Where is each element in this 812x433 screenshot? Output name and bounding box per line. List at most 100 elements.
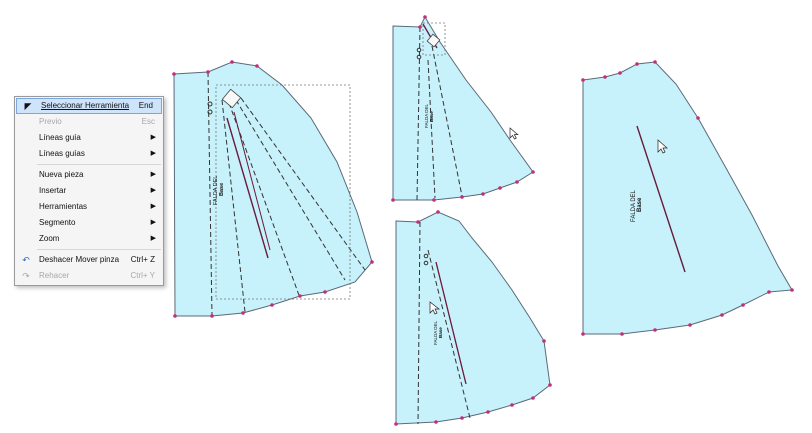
menu-item-insertar[interactable]: Insertar ▶ (15, 183, 163, 199)
menu-item-nueva-pieza[interactable]: Nueva pieza ▶ (15, 167, 163, 183)
undo-arrow-icon: ↶ (22, 255, 30, 265)
vertex-point[interactable] (486, 410, 490, 414)
menu-item-rehacer[interactable]: ↷ Rehacer Ctrl+ Y (15, 268, 163, 284)
skirt-piece-main[interactable]: FALDA DEL Base (172, 60, 374, 318)
vertex-point[interactable] (434, 420, 438, 424)
pivot-marker[interactable] (207, 109, 213, 115)
vertex-point[interactable] (173, 314, 177, 318)
pivot-marker[interactable] (416, 54, 422, 60)
piece-label: FALDA DEL (213, 176, 219, 205)
menu-item-shortcut: Ctrl+ Y (130, 271, 155, 280)
vertex-point[interactable] (688, 323, 692, 327)
vertex-point[interactable] (635, 62, 639, 66)
menu-item-seleccionar-herramienta[interactable]: ◤ Seleccionar Herramienta End (16, 98, 162, 114)
menu-item-herramientas[interactable]: Herramientas ▶ (15, 199, 163, 215)
pivot-marker[interactable] (207, 101, 213, 107)
menu-item-zoom[interactable]: Zoom ▶ (15, 231, 163, 247)
dart-line[interactable] (233, 111, 271, 251)
vertex-point[interactable] (416, 220, 420, 224)
vertex-point[interactable] (581, 78, 585, 82)
vertex-point[interactable] (436, 210, 440, 214)
dart-line[interactable] (435, 261, 467, 385)
mouse-cursor-icon (509, 127, 519, 140)
vertex-point[interactable] (210, 314, 214, 318)
vertex-point[interactable] (370, 260, 374, 264)
menu-item-lineas-guia[interactable]: Líneas guía ▶ (15, 130, 163, 146)
vertex-point[interactable] (767, 290, 771, 294)
menu-item-deshacer[interactable]: ↶ Deshacer Mover pinza Ctrl+ Z (15, 252, 163, 268)
vertex-point[interactable] (498, 186, 502, 190)
menu-item-label: Líneas guía (39, 133, 81, 142)
menu-item-label: Seleccionar Herramienta (41, 101, 130, 110)
piece-outline[interactable] (392, 15, 534, 201)
skirt-piece-upper[interactable]: FALDA DEL Base (391, 15, 535, 202)
vertex-point[interactable] (206, 70, 210, 74)
menu-item-label: Herramientas (39, 202, 88, 211)
menu-separator (37, 164, 161, 165)
selection-box (422, 22, 446, 56)
vertex-point[interactable] (542, 339, 546, 343)
vertex-point[interactable] (460, 195, 464, 199)
guide-line (427, 249, 471, 419)
vertex-point[interactable] (510, 403, 514, 407)
vertex-point[interactable] (515, 180, 519, 184)
vertex-point[interactable] (548, 383, 552, 387)
vertex-point[interactable] (255, 64, 259, 68)
menu-item-lineas-guias[interactable]: Líneas guías ▶ (15, 146, 163, 162)
vertex-point[interactable] (481, 192, 485, 196)
vertex-point[interactable] (432, 198, 436, 202)
menu-item-previo[interactable]: Previo Esc (15, 114, 163, 130)
vertex-point[interactable] (531, 170, 535, 174)
piece-outline[interactable] (173, 61, 373, 317)
submenu-arrow-icon: ▶ (150, 235, 156, 242)
menu-item-label: Previo (39, 117, 62, 126)
vertex-point[interactable] (241, 311, 245, 315)
vertex-point[interactable] (298, 294, 302, 298)
vertex-point[interactable] (653, 60, 657, 64)
guide-line (221, 99, 246, 313)
piece-sublabel: Base (637, 197, 643, 212)
menu-item-label: Insertar (39, 186, 67, 195)
piece-outline[interactable] (582, 61, 793, 335)
piece-sublabel: Base (438, 327, 443, 338)
vertex-point[interactable] (423, 15, 427, 19)
vertex-point[interactable] (720, 313, 724, 317)
rotate-handle[interactable] (426, 33, 441, 48)
vertex-point[interactable] (418, 25, 422, 29)
submenu-arrow-icon: ▶ (150, 150, 156, 157)
skirt-piece-lower[interactable]: FALDA DEL Base (394, 210, 552, 426)
vertex-point[interactable] (620, 332, 624, 336)
piece-label: FALDA DEL (631, 189, 637, 222)
vertex-point[interactable] (531, 396, 535, 400)
dart-line[interactable] (226, 117, 269, 259)
guide-line (228, 102, 301, 299)
vertex-point[interactable] (618, 71, 622, 75)
submenu-arrow-icon: ▶ (150, 187, 156, 194)
skirt-piece-right[interactable]: FALDA DEL Base (581, 60, 794, 336)
dart-line[interactable] (636, 125, 686, 273)
vertex-point[interactable] (653, 328, 657, 332)
pivot-marker[interactable] (423, 260, 429, 266)
vertex-point[interactable] (323, 290, 327, 294)
mouse-cursor-icon (657, 139, 668, 154)
menu-item-label: Líneas guías (39, 149, 85, 158)
pivot-marker[interactable] (423, 253, 429, 259)
rotate-handle[interactable] (221, 88, 242, 109)
vertex-point[interactable] (460, 416, 464, 420)
menu-item-segmento[interactable]: Segmento ▶ (15, 215, 163, 231)
pivot-marker[interactable] (416, 47, 422, 53)
vertex-points[interactable] (172, 60, 374, 318)
vertex-point[interactable] (394, 422, 398, 426)
vertex-point[interactable] (603, 75, 607, 79)
vertex-point[interactable] (391, 198, 395, 202)
vertex-point[interactable] (741, 303, 745, 307)
vertex-point[interactable] (172, 72, 176, 76)
vertex-point[interactable] (696, 116, 700, 120)
vertex-point[interactable] (270, 303, 274, 307)
guide-line (240, 97, 366, 271)
submenu-arrow-icon: ▶ (150, 203, 156, 210)
vertex-point[interactable] (230, 60, 234, 64)
vertex-point[interactable] (581, 332, 585, 336)
vertex-point[interactable] (790, 288, 794, 292)
